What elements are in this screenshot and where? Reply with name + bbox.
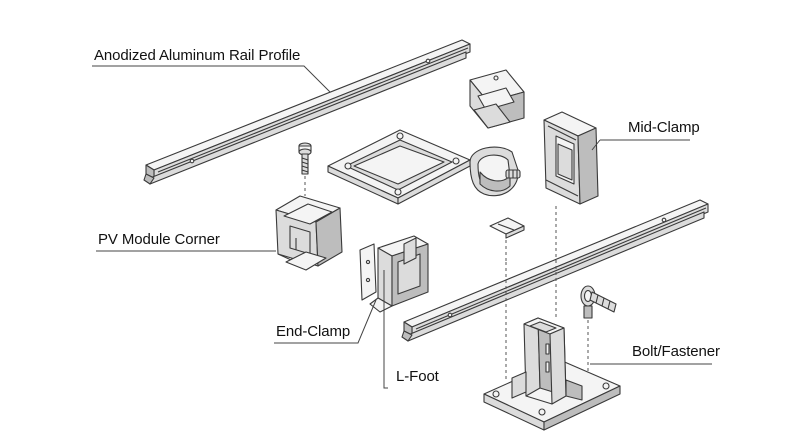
eye-bolt-fastener (580, 285, 617, 384)
pv-module-corner-bracket (275, 195, 343, 271)
callout-bolt-fastener: Bolt/Fastener (632, 343, 720, 360)
callout-end-clamp: End-Clamp (276, 323, 351, 340)
spring-clip (489, 217, 525, 262)
mid-clamp-bracket (543, 111, 599, 318)
u-clamp-upper (469, 69, 525, 129)
module-frame-plate (327, 129, 471, 205)
callout-l-foot: L-Foot (396, 368, 439, 385)
end-clamp-bracket (359, 235, 429, 313)
l-foot-base (483, 262, 621, 431)
bolt-small (298, 142, 312, 196)
leader-lines (92, 65, 712, 389)
callout-mid-clamp: Mid-Clamp (628, 119, 700, 136)
rail-profile-lower (401, 199, 709, 342)
round-saddle-clamp (469, 146, 521, 197)
rail-profile-upper (143, 39, 471, 185)
callout-pv-module-corner: PV Module Corner (98, 231, 220, 248)
callout-rail-profile: Anodized Aluminum Rail Profile (94, 47, 301, 64)
